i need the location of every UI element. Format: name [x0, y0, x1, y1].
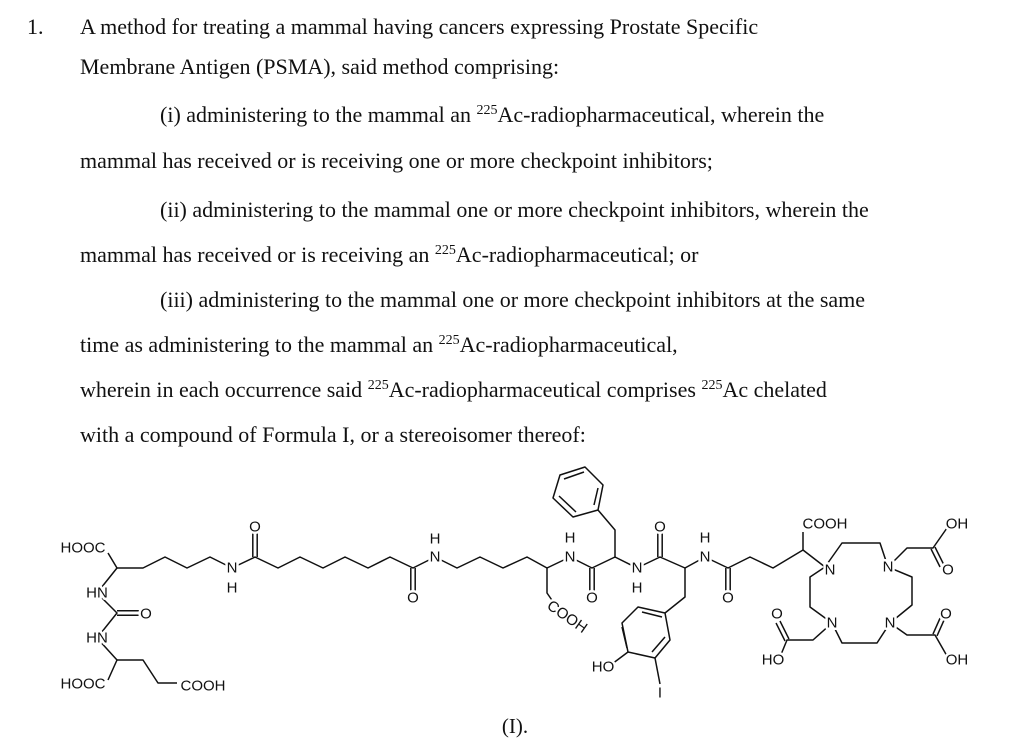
atom-label: N — [883, 559, 894, 576]
bond — [930, 548, 941, 568]
claim-line: mammal has received or is receiving one … — [80, 148, 713, 174]
claim-text-segment: mammal has received or is receiving one … — [80, 148, 713, 173]
bond — [664, 568, 686, 614]
atom-label: O — [771, 606, 783, 623]
claim-line: mammal has received or is receiving an 2… — [80, 242, 698, 272]
bond — [775, 622, 786, 642]
atom-label: N — [827, 615, 838, 632]
atom-label: OH — [946, 516, 969, 533]
atom-label: H — [632, 580, 643, 597]
bond — [552, 466, 604, 518]
bond — [558, 495, 577, 513]
atom-label: COOH — [803, 516, 848, 533]
isotope-superscript: 225 — [438, 333, 460, 348]
claim-line: (ii) administering to the mammal one or … — [160, 197, 869, 223]
atom-label: H — [565, 530, 576, 547]
atom-label: HN — [86, 630, 108, 647]
claim-line: with a compound of Formula I, or a stere… — [80, 422, 586, 448]
bond — [96, 567, 118, 681]
atom-label: HO — [592, 659, 615, 676]
atom-label: H — [700, 530, 711, 547]
claim-text-segment: Ac chelated — [722, 377, 827, 402]
claim-text-segment: Ac-radiopharmaceutical, — [459, 332, 678, 357]
bond — [546, 568, 557, 607]
atom-label: N — [700, 549, 711, 566]
bond — [563, 471, 585, 480]
claim-text-segment: Ac-radiopharmaceutical, wherein the — [497, 102, 825, 127]
bond — [107, 549, 826, 569]
isotope-superscript: 225 — [367, 378, 389, 393]
bond — [779, 622, 833, 658]
atom-label: N — [825, 562, 836, 579]
bond — [597, 509, 616, 557]
atom-label: I — [658, 685, 662, 702]
atom-label: O — [722, 590, 734, 607]
claim-line: time as administering to the mammal an 2… — [80, 332, 678, 362]
bond — [117, 659, 177, 684]
atom-label: COOH — [181, 678, 226, 695]
atom-label: O — [586, 590, 598, 607]
atom-label: HOOC — [61, 676, 106, 693]
bond — [936, 617, 946, 637]
atom-label: N — [227, 560, 238, 577]
claim-line: Membrane Antigen (PSMA), said method com… — [80, 54, 559, 80]
atom-label: HN — [86, 585, 108, 602]
claim-text-segment: (i) administering to the mammal an — [160, 102, 477, 127]
claim-line: (i) administering to the mammal an 225Ac… — [160, 102, 824, 132]
claim-line: A method for treating a mammal having ca… — [80, 14, 758, 40]
bond — [809, 566, 833, 624]
claim-line: (iii) administering to the mammal one or… — [160, 287, 865, 313]
claim-text-segment: time as administering to the mammal an — [80, 332, 439, 357]
isotope-superscript: 225 — [476, 103, 498, 118]
bond — [779, 620, 790, 640]
atom-label: H — [430, 531, 441, 548]
bond — [611, 651, 629, 665]
claim-text-segment: mammal has received or is receiving an — [80, 242, 435, 267]
atom-label: HOOC — [61, 540, 106, 557]
bond — [932, 615, 942, 635]
atom-label: N — [632, 560, 643, 577]
isotope-superscript: 225 — [701, 378, 723, 393]
claim-text-segment: Ac-radiopharmaceutical comprises — [388, 377, 702, 402]
atom-label: O — [407, 590, 419, 607]
claim-text-segment: A method for treating a mammal having ca… — [80, 14, 759, 39]
atom-label: N — [885, 615, 896, 632]
atom-label: OH — [946, 652, 969, 669]
atom-label: H — [227, 580, 238, 597]
atom-label: COOH — [544, 597, 591, 637]
atom-label: O — [942, 562, 954, 579]
atom-label: N — [430, 549, 441, 566]
bond — [641, 611, 663, 618]
claim-text-segment: (ii) administering to the mammal one or … — [160, 197, 869, 222]
bond — [621, 626, 628, 649]
atom-label: N — [565, 549, 576, 566]
claim-text-segment: with a compound of Formula I, or a stere… — [80, 422, 586, 447]
bond — [831, 622, 891, 644]
isotope-superscript: 225 — [434, 243, 456, 258]
claim-text-segment: Ac-radiopharmaceutical; or — [455, 242, 699, 267]
claim-line: wherein in each occurrence said 225Ac-ra… — [80, 377, 827, 407]
bond — [887, 566, 913, 624]
atom-label: O — [249, 519, 261, 536]
atom-label: HO — [762, 652, 785, 669]
bond — [651, 636, 666, 653]
bond — [887, 527, 948, 568]
bond — [654, 657, 661, 685]
atom-label: O — [940, 606, 952, 623]
bond — [889, 622, 948, 657]
atom-label: O — [654, 519, 666, 536]
bond — [593, 487, 599, 506]
bond — [824, 542, 889, 568]
claim-text-segment: wherein in each occurrence said — [80, 377, 368, 402]
formula-caption: (I). — [502, 714, 528, 738]
atom-label: O — [140, 606, 152, 623]
claim-text-segment: (iii) administering to the mammal one or… — [160, 287, 866, 312]
bond — [621, 606, 671, 659]
claim-number: 1. — [27, 14, 44, 39]
claim-text-segment: Membrane Antigen (PSMA), said method com… — [80, 54, 560, 79]
bond — [934, 546, 945, 566]
